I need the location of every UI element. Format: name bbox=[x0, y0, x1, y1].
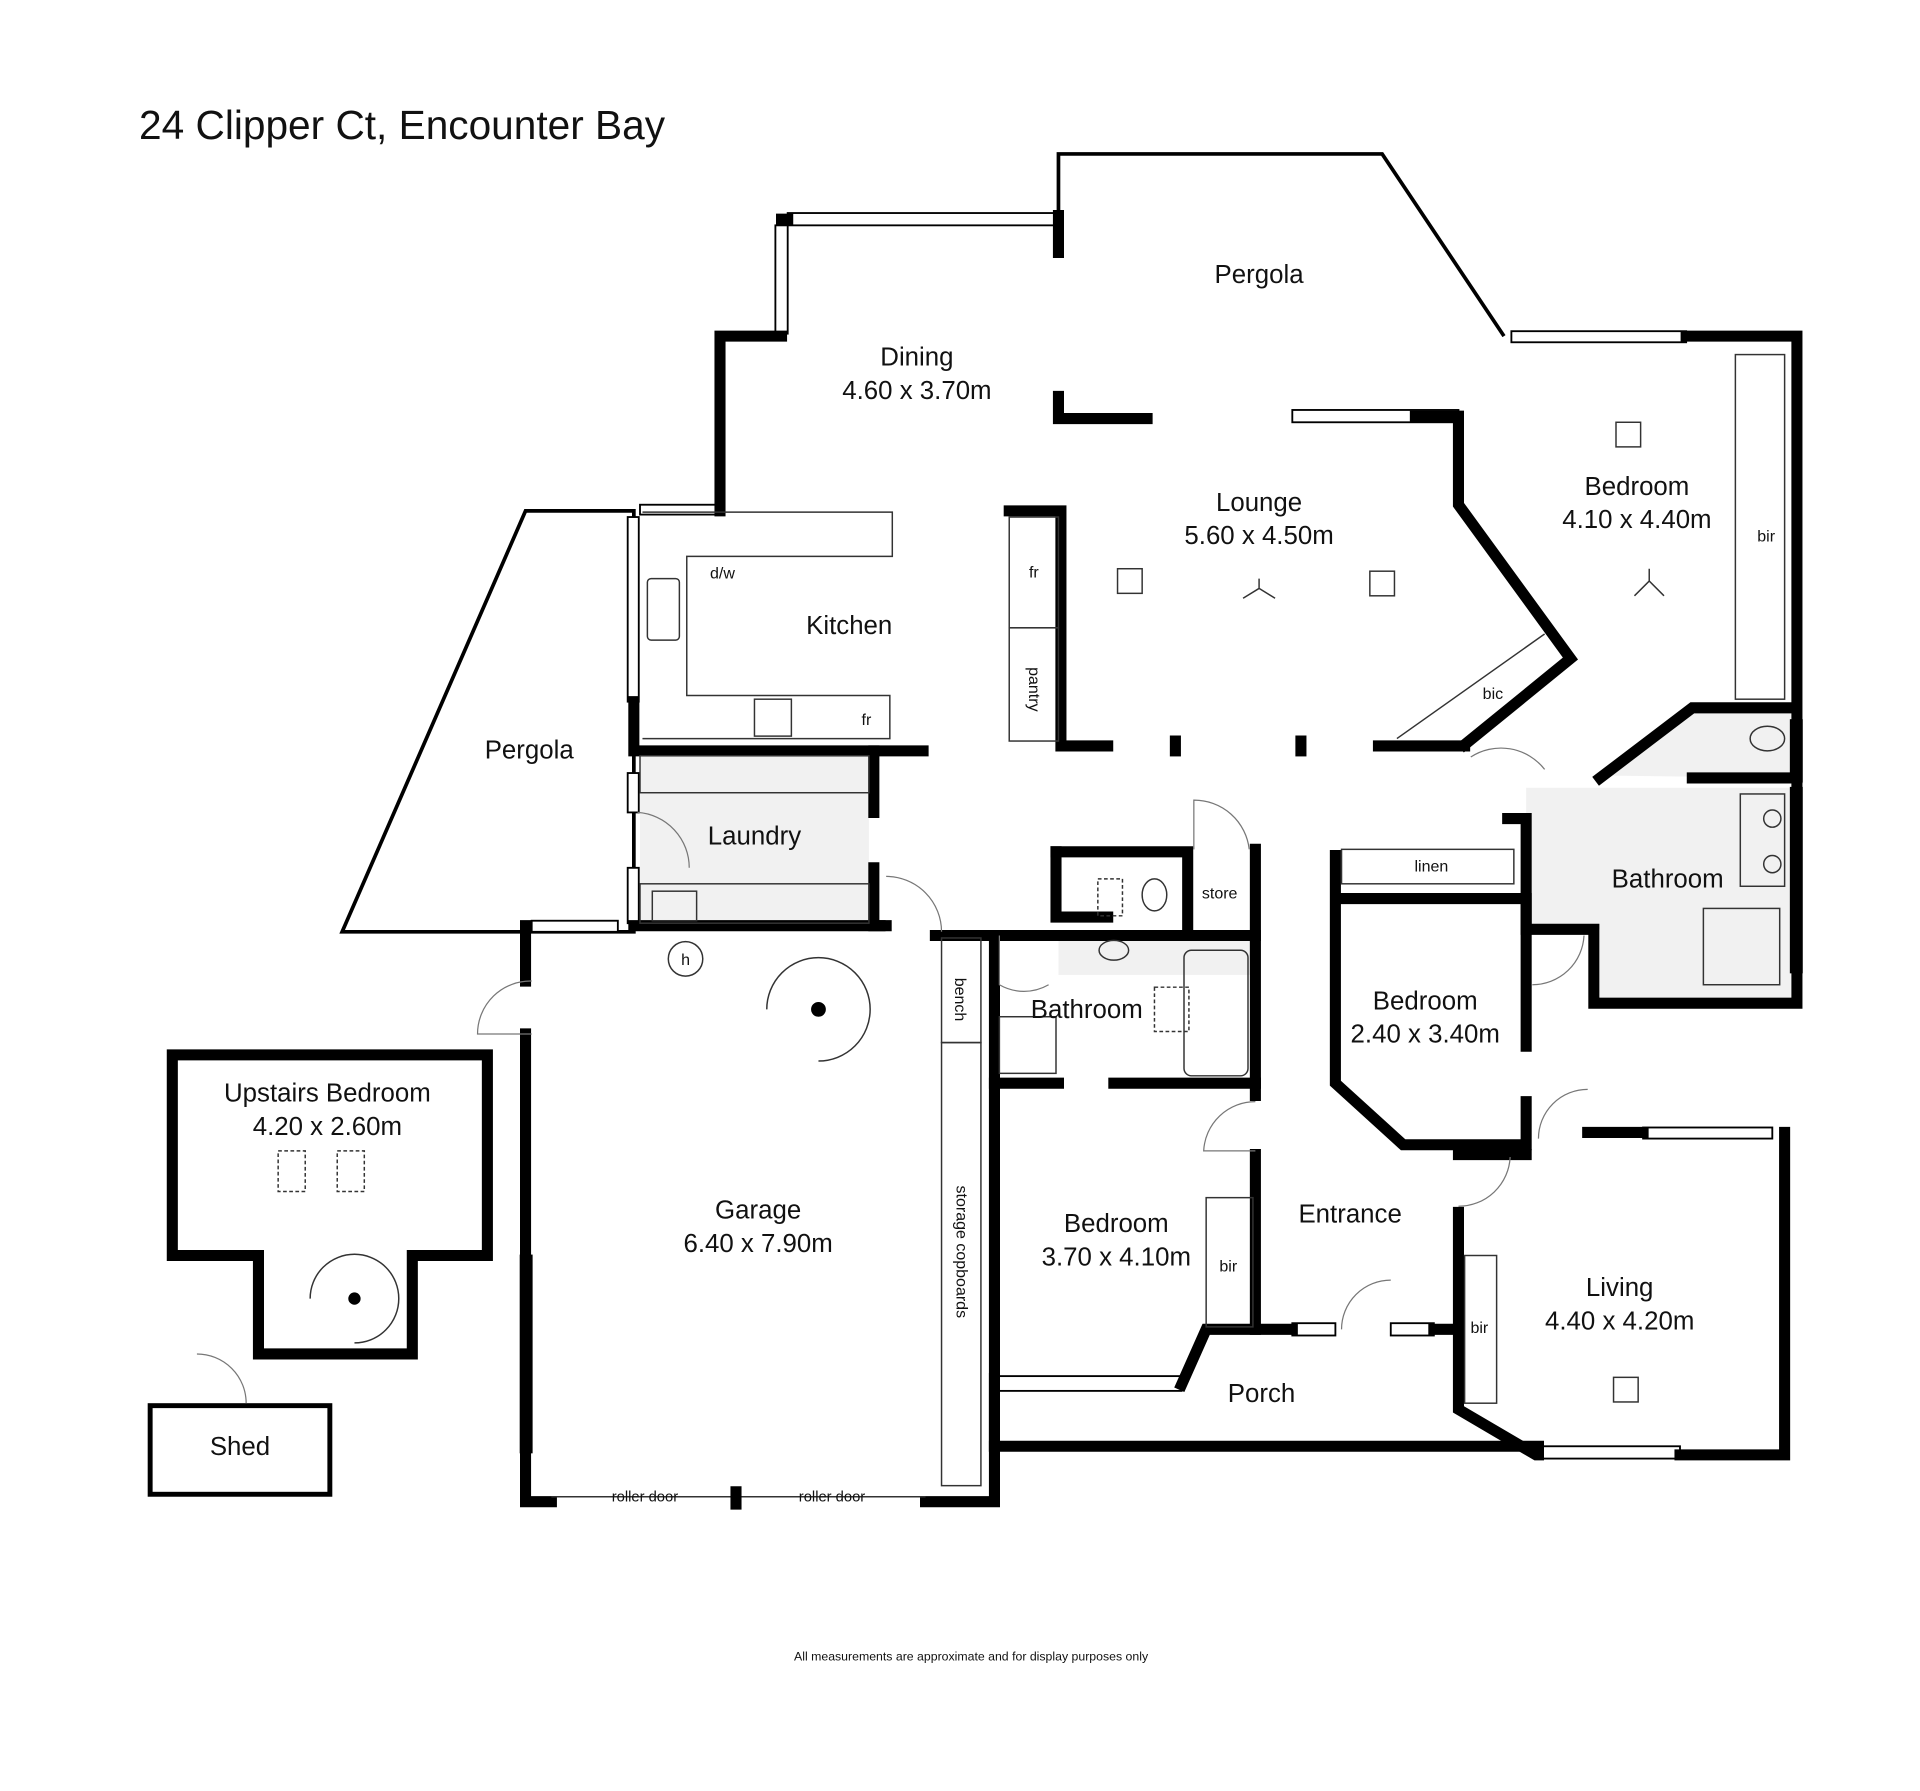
pergola-top-outline bbox=[1056, 152, 1506, 338]
ceiling-fixtures bbox=[1116, 421, 1665, 1403]
label-bic: bic bbox=[1483, 686, 1503, 703]
label-pantry: pantry bbox=[1025, 667, 1042, 711]
room-bedroom-ne-name: Bedroom bbox=[1585, 473, 1690, 501]
room-kitchen: Kitchen bbox=[806, 612, 892, 640]
room-lounge-size: 5.60 x 4.50m bbox=[1184, 522, 1333, 550]
room-pergola-left: Pergola bbox=[485, 736, 575, 764]
label-hws: h bbox=[681, 952, 690, 969]
label-bir-sw: bir bbox=[1219, 1258, 1237, 1275]
label-linen: linen bbox=[1414, 859, 1448, 876]
label-fridge-pantry: fr bbox=[1029, 564, 1039, 581]
doors bbox=[196, 747, 1588, 1404]
room-shed: Shed bbox=[210, 1433, 270, 1461]
room-laundry: Laundry bbox=[708, 822, 801, 850]
room-lounge-name: Lounge bbox=[1216, 489, 1302, 517]
room-living-size: 4.40 x 4.20m bbox=[1545, 1307, 1694, 1335]
room-garage-size: 6.40 x 7.90m bbox=[683, 1230, 832, 1258]
room-entrance: Entrance bbox=[1298, 1200, 1401, 1228]
room-dining-name: Dining bbox=[880, 344, 953, 372]
room-bedroom-ne-size: 4.10 x 4.40m bbox=[1562, 506, 1711, 534]
room-bathroom-center: Bathroom bbox=[1031, 996, 1143, 1024]
room-pergola-top: Pergola bbox=[1215, 261, 1305, 289]
label-store: store bbox=[1202, 886, 1238, 903]
room-bedroom-small-size: 2.40 x 3.40m bbox=[1351, 1021, 1500, 1049]
spiral-stairs bbox=[309, 956, 871, 1344]
room-bedroom-sw-name: Bedroom bbox=[1064, 1210, 1169, 1238]
room-dining-size: 4.60 x 3.70m bbox=[842, 377, 991, 405]
room-upstairs-bedroom-name: Upstairs Bedroom bbox=[224, 1080, 431, 1108]
label-fridge: fr bbox=[862, 712, 872, 729]
pergola-left-outline bbox=[339, 509, 636, 934]
room-garage-name: Garage bbox=[715, 1197, 801, 1225]
label-bench: bench bbox=[951, 978, 968, 1022]
wet-areas bbox=[640, 707, 1791, 998]
room-upstairs-bedroom-size: 4.20 x 2.60m bbox=[253, 1113, 402, 1141]
room-porch: Porch bbox=[1228, 1380, 1295, 1408]
label-storage-cupboards: storage copboards bbox=[952, 1186, 969, 1319]
walls bbox=[147, 209, 1803, 1510]
cabinetry bbox=[277, 353, 1786, 1487]
label-roller-door-2: roller door bbox=[799, 1490, 865, 1506]
room-bedroom-sw-size: 3.70 x 4.10m bbox=[1042, 1243, 1191, 1271]
label-roller-door-1: roller door bbox=[612, 1490, 678, 1506]
room-bathroom-east: Bathroom bbox=[1612, 866, 1724, 894]
room-bedroom-small-name: Bedroom bbox=[1373, 987, 1478, 1015]
label-bir-living: bir bbox=[1470, 1320, 1488, 1337]
disclaimer: All measurements are approximate and for… bbox=[794, 1649, 1149, 1663]
label-dishwasher: d/w bbox=[710, 566, 735, 583]
label-bir: bir bbox=[1757, 529, 1775, 546]
page-title: 24 Clipper Ct, Encounter Bay bbox=[139, 102, 666, 148]
room-living-name: Living bbox=[1586, 1274, 1653, 1302]
